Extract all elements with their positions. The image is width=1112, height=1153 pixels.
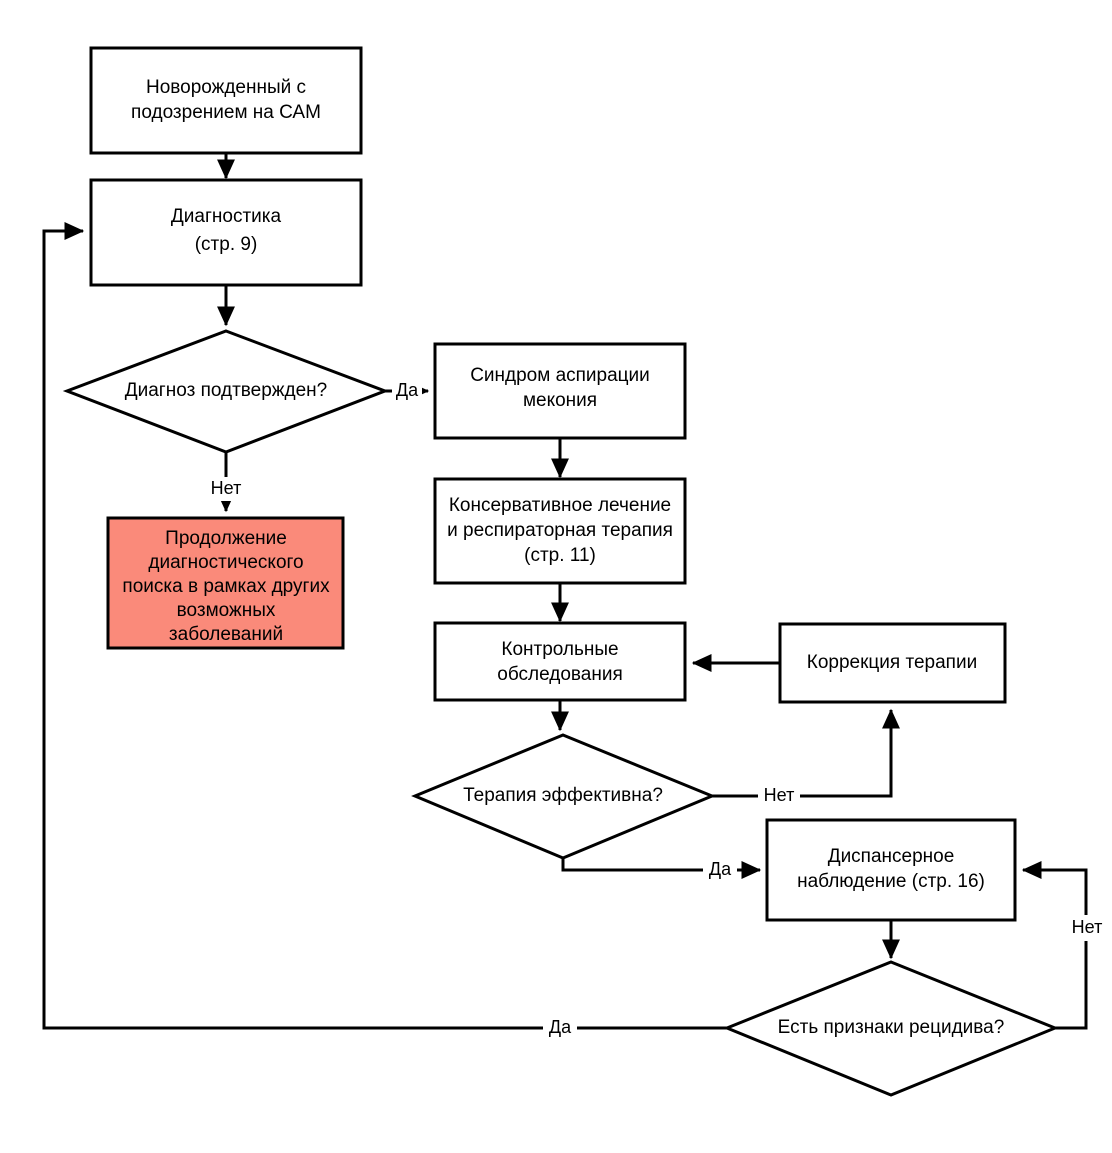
node-therapy-correction-label: Коррекция терапии <box>807 652 977 673</box>
edge-effective-yes: Да <box>561 858 762 882</box>
node-diagnostics-line1: Диагностика <box>171 206 282 227</box>
node-continue-search-line3: поиска в рамках других <box>122 576 330 597</box>
node-continue-search[interactable]: Продолжение диагностического поиска в ра… <box>106 516 345 650</box>
node-start-line2: подозрением на САМ <box>131 102 321 123</box>
edge-effective-no: Нет <box>712 708 900 808</box>
node-dispensary-observation[interactable]: Диспансерное наблюдение (стр. 16) <box>765 818 1017 922</box>
node-treatment-line1: Консервативное лечение <box>449 495 671 516</box>
node-treatment-line2: и респираторная терапия <box>447 520 673 541</box>
edge-label-confirmed-yes: Да <box>396 380 419 400</box>
edge-label-effective-no: Нет <box>764 785 795 805</box>
node-meconium-line2: мекония <box>523 390 597 411</box>
node-observation-line1: Диспансерное <box>828 846 955 867</box>
node-continue-search-line2: диагностического <box>148 552 303 573</box>
node-therapy-effective[interactable]: Терапия эффективна? <box>411 733 716 860</box>
node-continue-search-line1: Продолжение <box>165 528 287 549</box>
node-therapy-correction[interactable]: Коррекция терапии <box>778 622 1007 704</box>
node-continue-search-line4: возможных <box>177 600 276 621</box>
node-therapy-effective-label: Терапия эффективна? <box>463 785 663 806</box>
node-relapse-signs-label: Есть признаки рецидива? <box>778 1017 1005 1038</box>
node-relapse-signs[interactable]: Есть признаки рецидива? <box>723 960 1059 1097</box>
node-continue-search-line5: заболеваний <box>169 624 283 645</box>
node-treatment-line3: (стр. 11) <box>524 545 596 566</box>
edge-confirmed-yes: Да <box>385 379 430 403</box>
node-meconium-line1: Синдром аспирации <box>470 365 650 386</box>
edge-confirmed-no: Нет <box>206 452 246 513</box>
edge-label-confirmed-no: Нет <box>211 478 242 498</box>
node-diagnosis-confirmed-label: Диагноз подтвержден? <box>125 380 327 401</box>
node-conservative-treatment[interactable]: Консервативное лечение и респираторная т… <box>433 477 687 585</box>
node-exams-line1: Контрольные <box>501 639 618 660</box>
edge-label-relapse-yes: Да <box>549 1017 572 1037</box>
node-control-exams[interactable]: Контрольные обследования <box>433 621 687 702</box>
node-diagnostics[interactable]: Диагностика (стр. 9) <box>89 178 363 287</box>
node-observation-line2: наблюдение (стр. 16) <box>797 871 985 892</box>
node-diagnosis-confirmed[interactable]: Диагноз подтвержден? <box>62 329 390 454</box>
node-meconium-syndrome[interactable]: Синдром аспирации мекония <box>433 342 687 440</box>
edge-label-relapse-no: Нет <box>1072 917 1103 937</box>
edge-relapse-no: Нет <box>1021 861 1104 1030</box>
edge-label-effective-yes: Да <box>709 859 732 879</box>
node-start-line1: Новорожденный с <box>146 77 306 98</box>
node-exams-line2: обследования <box>497 664 622 685</box>
edge-relapse-yes: Да <box>42 221 727 1040</box>
node-diagnostics-line2: (стр. 9) <box>195 234 258 255</box>
node-start[interactable]: Новорожденный с подозрением на САМ <box>89 46 363 155</box>
